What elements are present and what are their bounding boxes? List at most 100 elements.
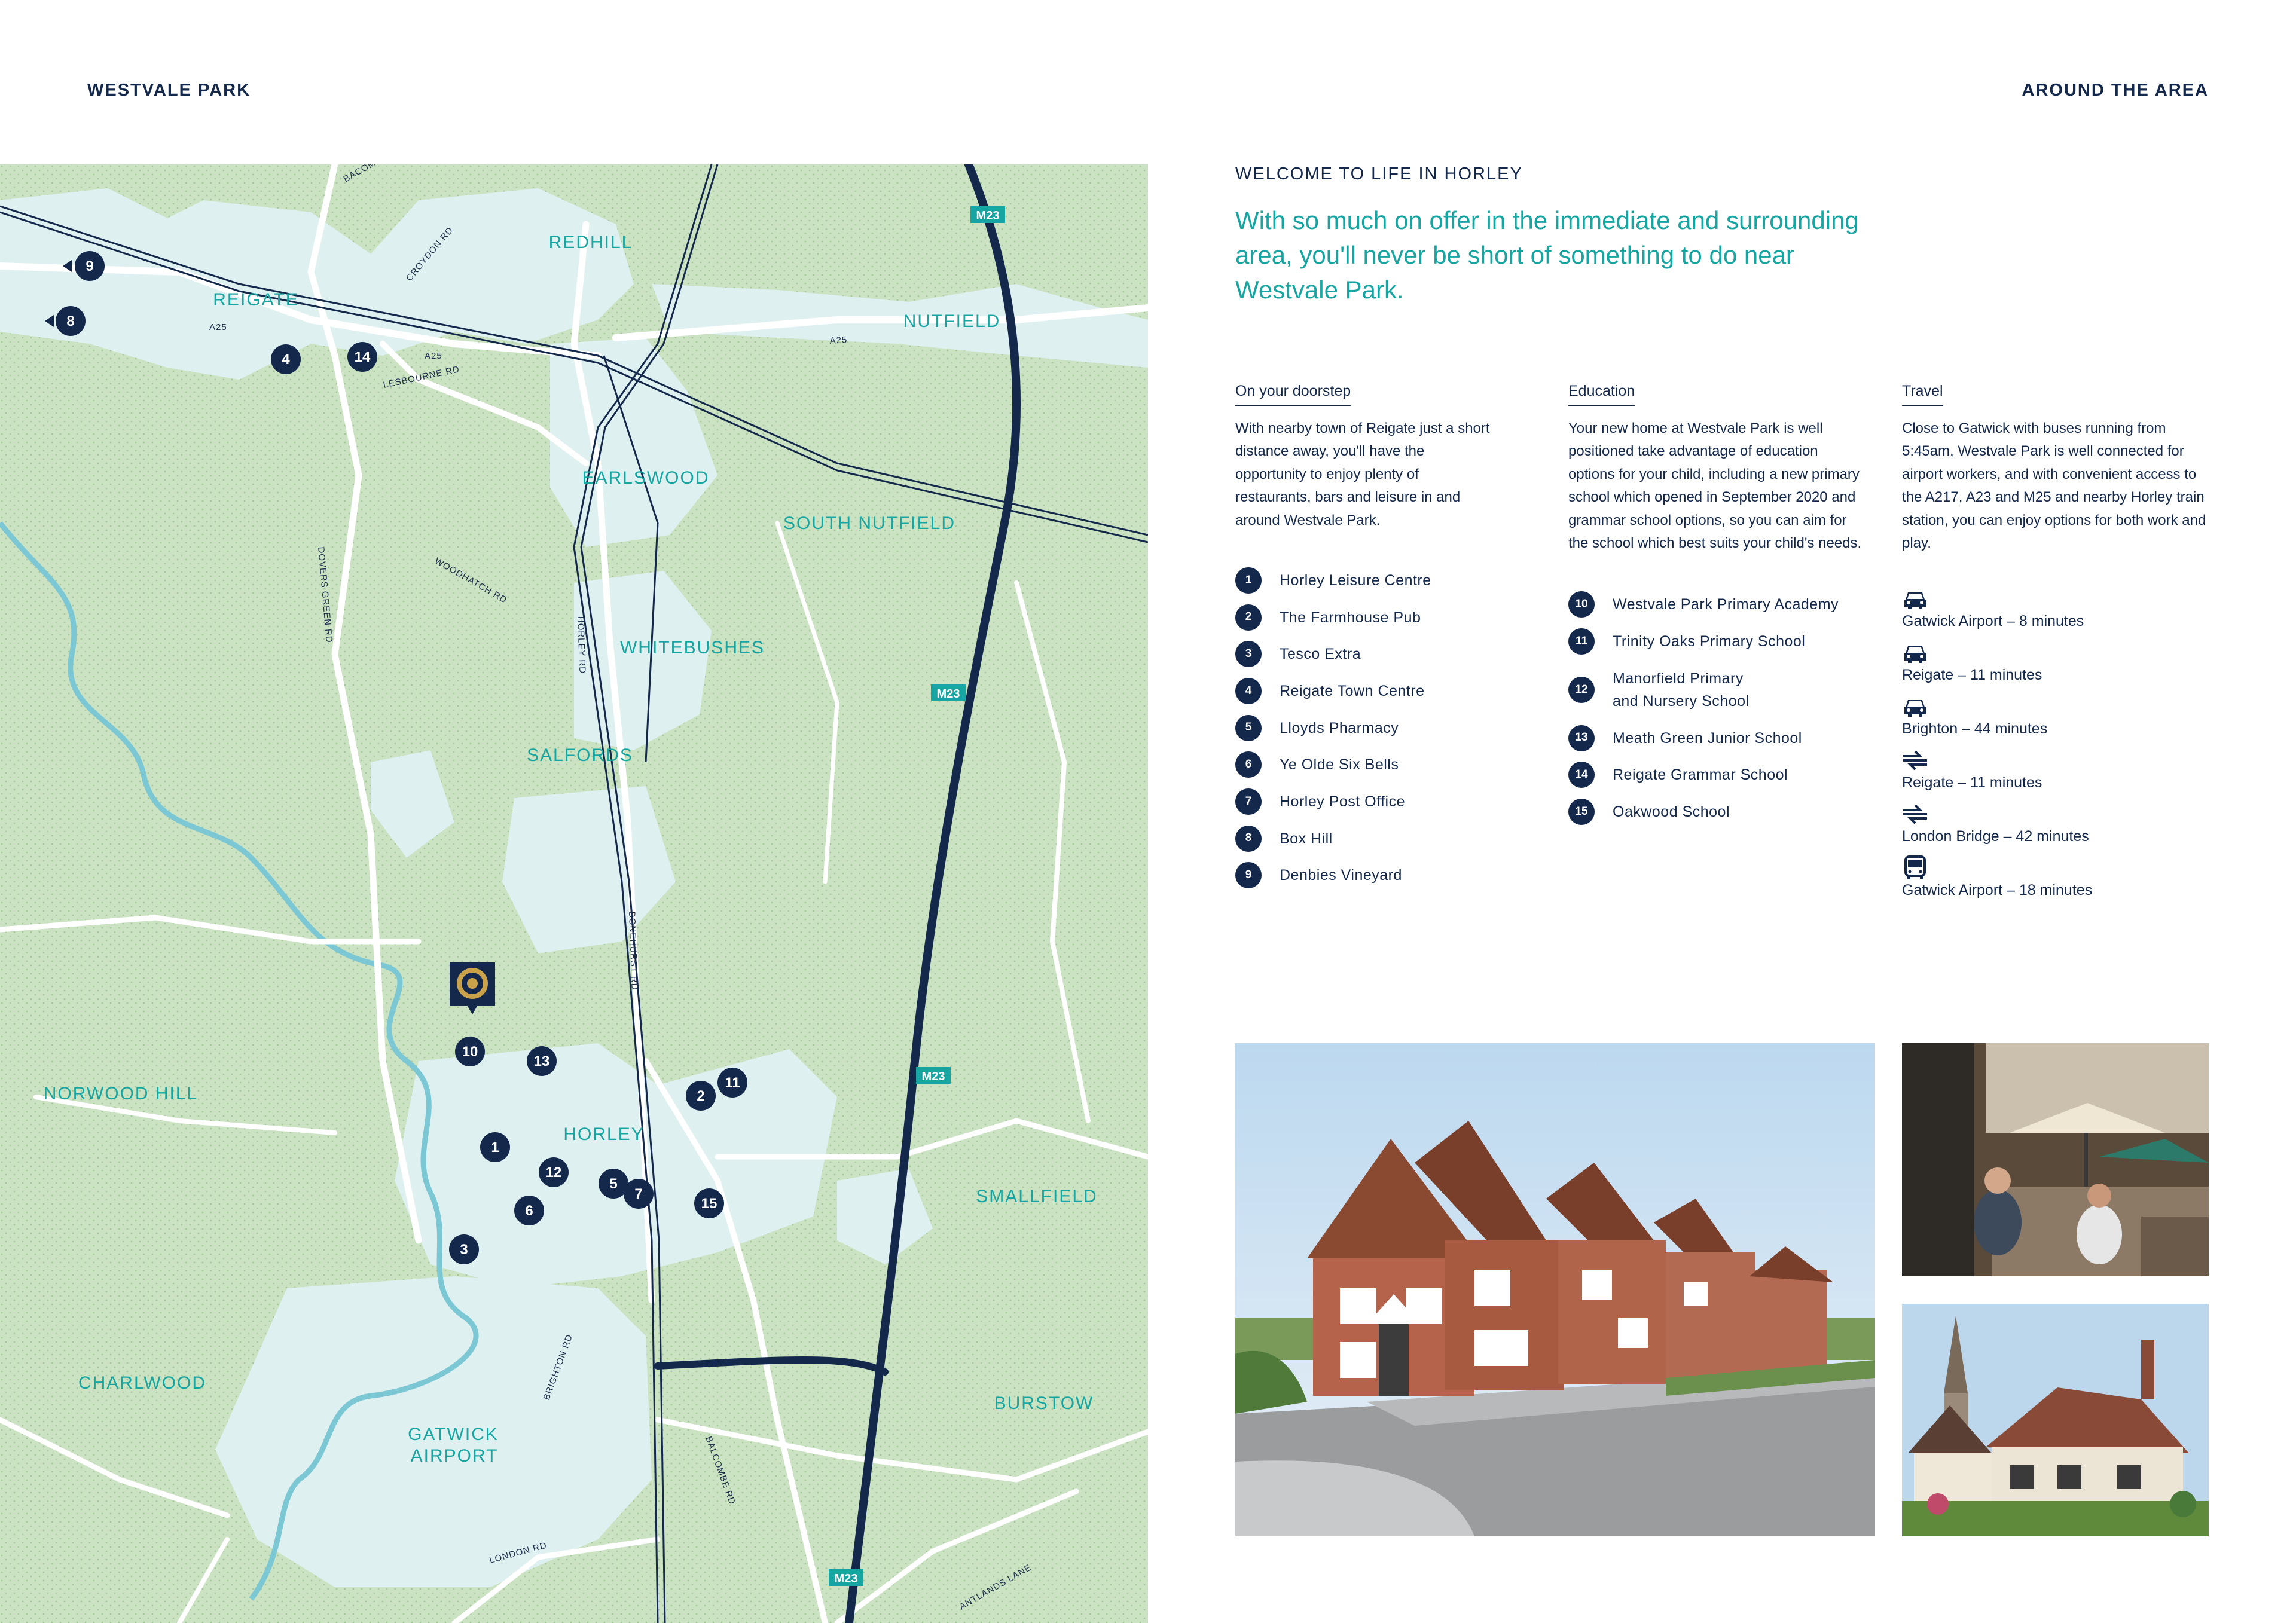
marker-label: 4 [282,352,290,368]
list-item-label-line: Manorfield Primary [1613,670,1744,687]
doorstep-heading: On your doorstep [1235,380,1351,406]
education-body: Your new home at Westvale Park is well p… [1568,420,1862,552]
road-bonehurst: BONEHURST RD [627,912,640,991]
map-marker-9[interactable]: 9 [75,251,105,281]
map-marker-10[interactable]: 10 [455,1037,485,1066]
list-item-label: Lloyds Pharmacy [1280,719,1399,736]
doorstep-body: With nearby town of Reigate just a short… [1235,420,1490,528]
map-marker-13[interactable]: 13 [527,1046,557,1076]
map-marker-2[interactable]: 2 [686,1081,716,1111]
place-airport: AIRPORT [411,1446,499,1466]
marker-label: 10 [462,1044,478,1060]
map-marker-4[interactable]: 4 [271,344,301,374]
number-badge: 6 [1235,751,1262,778]
list-item-label-line: and Nursery School [1613,692,1750,710]
list-item: 13 Meath Green Junior School [1568,720,1867,757]
number-badge: 13 [1568,725,1595,751]
list-item-label: Manorfield Primary and Nursery School [1613,667,1750,713]
map-marker-14[interactable]: 14 [347,342,377,372]
list-item-label: Reigate Grammar School [1613,766,1788,784]
place-whitebushes: WHITEBUSHES [620,638,765,658]
car-icon [1904,699,1926,717]
map-marker-3[interactable]: 3 [449,1234,479,1264]
number-badge: 7 [1235,788,1262,815]
cafe-illustration [1902,1043,2209,1276]
poi-markers[interactable]: 1 2 3 4 5 6 7 8 9 10 11 12 13 14 15 [56,251,747,1264]
travel-item: Brighton – 44 minutes [1902,694,2213,738]
travel-heading: Travel [1902,380,1943,406]
cafe-photo [1902,1043,2209,1276]
houses-photo [1235,1043,1875,1536]
travel-list: Gatwick Airport – 8 minutes Reigate – 11… [1902,586,2213,900]
section-title: AROUND THE AREA [2022,81,2209,100]
marker-label: 14 [355,349,371,365]
map-marker-12[interactable]: 12 [539,1157,569,1187]
map-marker-1[interactable]: 1 [480,1132,510,1162]
number-badge: 5 [1235,714,1262,741]
marker-label: 15 [701,1196,718,1212]
map-marker-15[interactable]: 15 [694,1188,724,1218]
marker-label: 2 [697,1088,704,1104]
place-gatwick: GATWICK [408,1425,499,1444]
list-item-label: Horley Post Office [1280,793,1406,810]
number-badge: 1 [1235,567,1262,594]
list-item: 7 Horley Post Office [1235,783,1492,820]
crest-core [467,978,478,989]
map-marker-6[interactable]: 6 [514,1196,544,1225]
m23-shield [970,206,1005,223]
list-item: 14 Reigate Grammar School [1568,757,1867,794]
list-item-label: Ye Olde Six Bells [1280,756,1399,774]
m23-shield-label: M23 [937,687,960,701]
m23-shield [916,1067,951,1084]
list-item-label: The Farmhouse Pub [1280,609,1421,626]
intro-lead: With so much on offer in the immediate a… [1235,206,1859,304]
railway [0,164,1148,1623]
car-icon [1904,646,1926,663]
motorway [654,164,1021,1623]
travel-item-label: Gatwick Airport – 8 minutes [1902,612,2084,629]
map-marker-8[interactable]: 8 [56,306,86,336]
marker-label: 5 [609,1176,617,1192]
intro-kicker: WELCOME TO LIFE IN HORLEY [1235,164,1523,184]
list-item-label: Meath Green Junior School [1613,729,1802,747]
marker-label: 12 [546,1164,562,1181]
travel-item: Reigate – 11 minutes [1902,640,2213,684]
area-map[interactable]: M23 M23 M23 M23 REDHILL REIGATE NUTFIELD… [0,164,1148,1623]
marker-label: 9 [86,258,93,274]
m23-shields: M23 M23 M23 M23 [829,206,1005,1586]
marker-label: 1 [491,1139,499,1156]
marker-label: 11 [725,1075,740,1091]
place-reigate: REIGATE [213,290,298,310]
education-heading: Education [1568,380,1635,406]
travel-item: London Bridge – 42 minutes [1902,802,2213,846]
number-badge: 10 [1568,591,1595,618]
number-badge: 14 [1568,762,1595,788]
train-icon [1903,804,1927,824]
doorstep-section: On your doorstep With nearby town of Rei… [1235,380,1492,894]
minor-roads [0,164,1148,1623]
list-item-label: Trinity Oaks Primary School [1613,633,1806,650]
travel-section: Travel Close to Gatwick with buses runni… [1902,380,2213,909]
list-item-label: Horley Leisure Centre [1280,571,1431,589]
village-illustration [1902,1304,2209,1536]
travel-item: Gatwick Airport – 8 minutes [1902,586,2213,631]
list-item: 5 Lloyds Pharmacy [1235,710,1492,747]
westvale-park-marker[interactable] [450,962,495,1014]
car-icon [1904,592,1926,609]
map-marker-7[interactable]: 7 [624,1179,654,1209]
map-marker-11[interactable]: 11 [718,1068,747,1098]
m23-shield-label: M23 [922,1070,945,1083]
number-badge: 4 [1235,677,1262,704]
travel-item: Gatwick Airport – 18 minutes [1902,855,2213,900]
road-a25: A25 [425,351,442,361]
map-marker-5[interactable]: 5 [599,1169,628,1199]
m23-shield-label: M23 [835,1572,858,1585]
houses-illustration [1235,1043,1875,1536]
offmap-arrow [63,260,72,272]
place-salfords: SALFORDS [527,745,633,765]
list-item-label: Box Hill [1280,830,1333,847]
